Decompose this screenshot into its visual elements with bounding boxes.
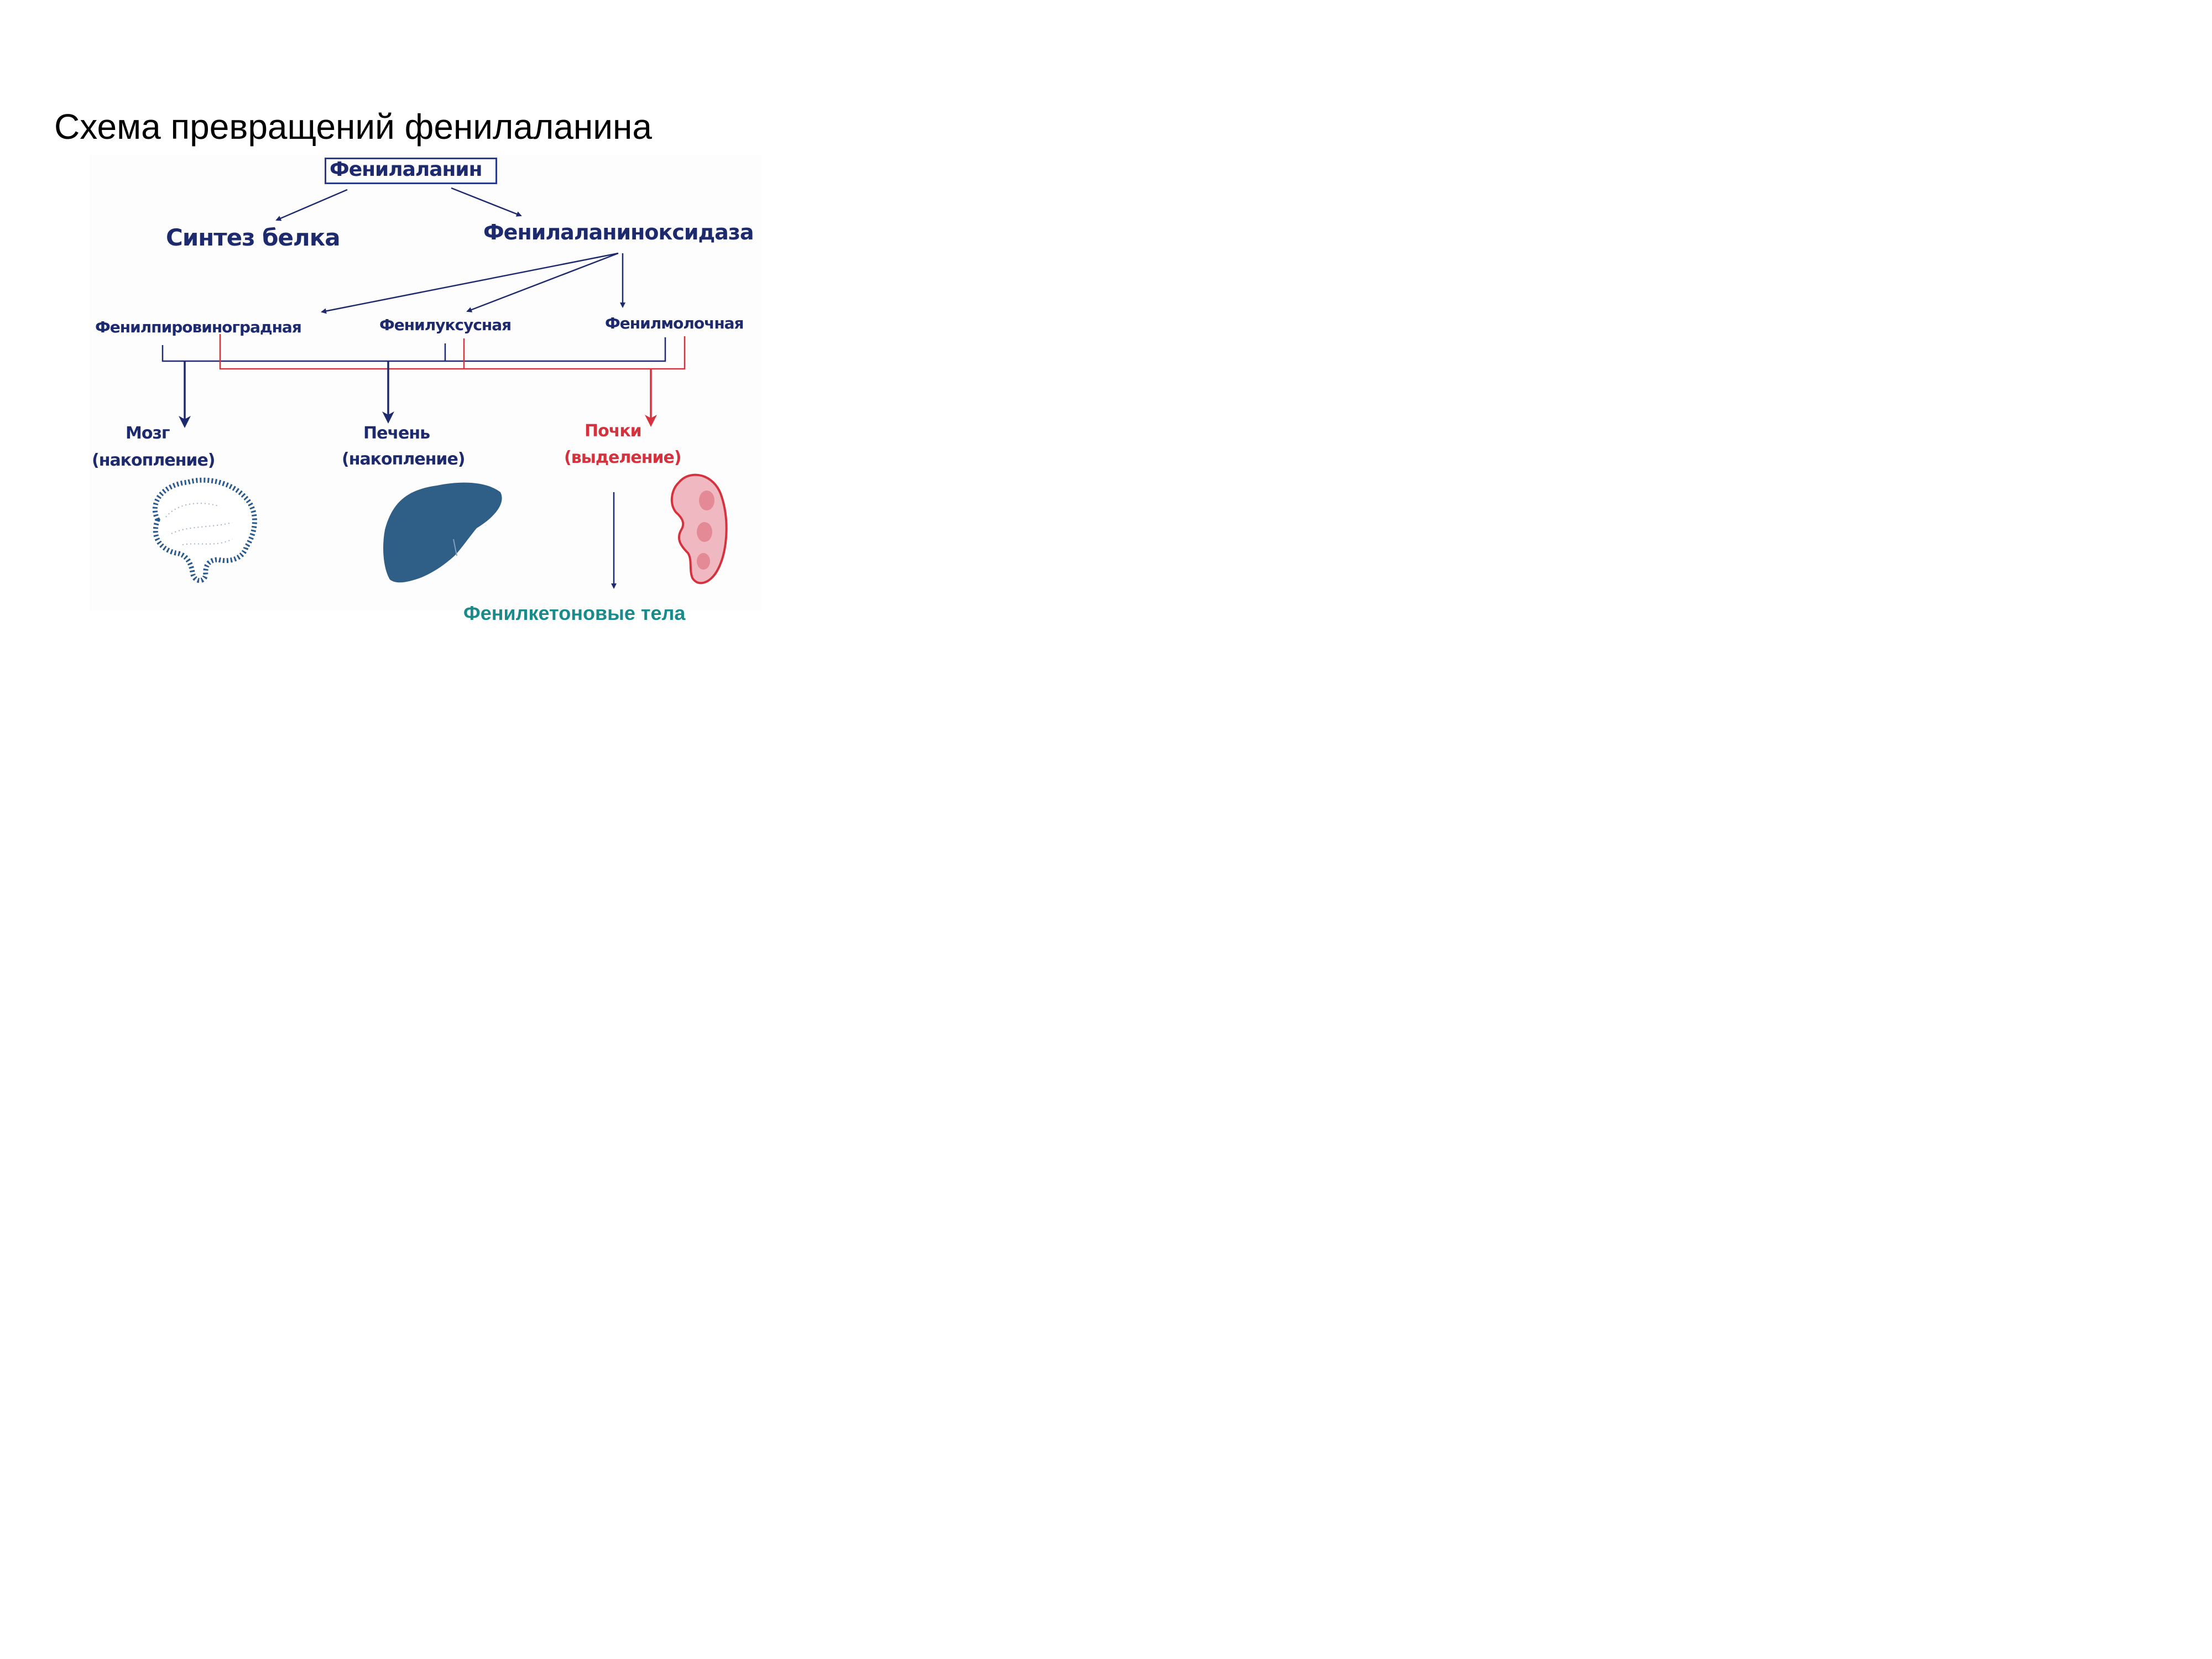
slide-title: Схема превращений фенилаланина xyxy=(54,107,652,147)
root-box xyxy=(325,158,497,184)
liver-illustration xyxy=(383,482,502,583)
arrow-oxidase-to-acetic xyxy=(466,252,619,312)
kidneys-label: Почки xyxy=(585,421,642,441)
kidneys-note: (выделение) xyxy=(564,448,682,467)
navy-collector xyxy=(161,337,666,362)
ketone-bodies-label: Фенилкетоновые тела xyxy=(463,602,686,624)
slide: Схема превращений фенилаланина xyxy=(0,0,864,648)
oxidase-label: Фенилаланиноксидаза xyxy=(483,220,754,244)
protein-synthesis-label: Синтез белка xyxy=(166,224,341,251)
brain-note: (накопление) xyxy=(92,451,216,470)
root-label: Фенилаланин xyxy=(330,158,483,181)
diagram-canvas xyxy=(90,155,761,611)
red-collector xyxy=(219,334,686,370)
acid-label-acetic: Фенилуксусная xyxy=(379,316,512,334)
acid-label-pyruvic: Фенилпировиноградная xyxy=(95,318,302,336)
acid-label-lactic: Фенилмолочная xyxy=(605,314,744,332)
arrow-root-to-protein xyxy=(275,189,348,221)
liver-note: (накопление) xyxy=(342,450,466,469)
arrow-root-to-oxidase xyxy=(451,187,522,217)
brain-illustration xyxy=(152,477,257,583)
arrow-oxidase-to-pyruvic xyxy=(321,252,619,314)
liver-label: Печень xyxy=(363,424,430,443)
kidney-illustration xyxy=(670,473,728,585)
brain-label: Мозг xyxy=(126,424,170,443)
